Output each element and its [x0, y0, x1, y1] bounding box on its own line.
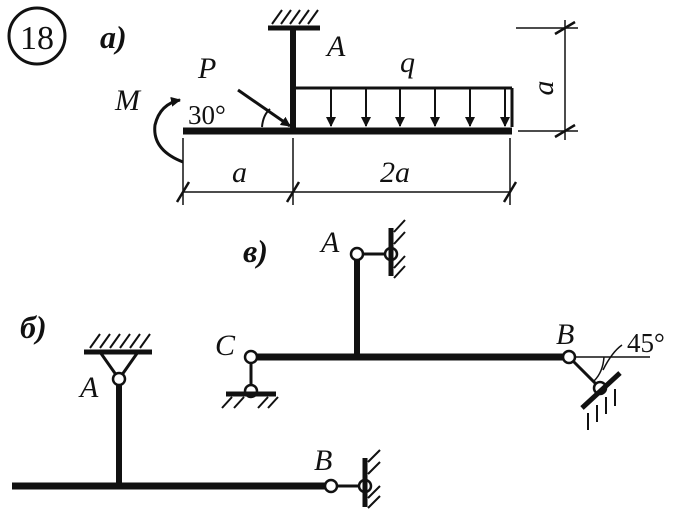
- moment-m-label: M: [114, 84, 142, 117]
- angle-30-label: 30°: [188, 100, 226, 130]
- part-v-diagram: в) A C: [215, 219, 665, 430]
- roller-support-a-v: [349, 219, 406, 279]
- part-b-label: б): [20, 309, 47, 345]
- angle-arc-30: [261, 108, 271, 128]
- dimension-right: [516, 20, 578, 140]
- support-b-label-b: B: [314, 444, 332, 477]
- part-v-label: в): [243, 233, 268, 269]
- inclined-roller-support-b-v: [561, 344, 650, 430]
- force-p-arrow: [237, 88, 291, 128]
- moment-m-arrow: [153, 96, 184, 164]
- pin-support-a: [84, 333, 152, 387]
- part-a-label: a): [100, 19, 127, 55]
- part-a-diagram: a) A q P 30°: [100, 9, 578, 205]
- force-p-label: P: [197, 52, 216, 85]
- angle-45-label: 45°: [627, 328, 665, 358]
- dimension-bottom: [175, 138, 518, 205]
- distributed-load-q: [296, 86, 514, 127]
- support-a-label-v: A: [319, 226, 340, 259]
- support-c-label-v: C: [215, 329, 236, 362]
- roller-support-c-v: [221, 349, 279, 409]
- dim-2a-label: 2a: [380, 156, 410, 189]
- problem-number-badge: 18: [7, 6, 67, 66]
- load-q-label: q: [400, 46, 415, 79]
- support-a-label-b: A: [78, 371, 99, 404]
- dim-a-label: a: [232, 156, 247, 189]
- fixed-support-a: [268, 9, 320, 31]
- support-b-label-v: B: [556, 318, 574, 351]
- dim-height-label: a: [527, 81, 560, 96]
- roller-support-b: [323, 449, 381, 509]
- support-a-label: A: [325, 30, 346, 63]
- problem-number: 18: [20, 20, 54, 57]
- part-b-diagram: б) A B: [12, 309, 381, 509]
